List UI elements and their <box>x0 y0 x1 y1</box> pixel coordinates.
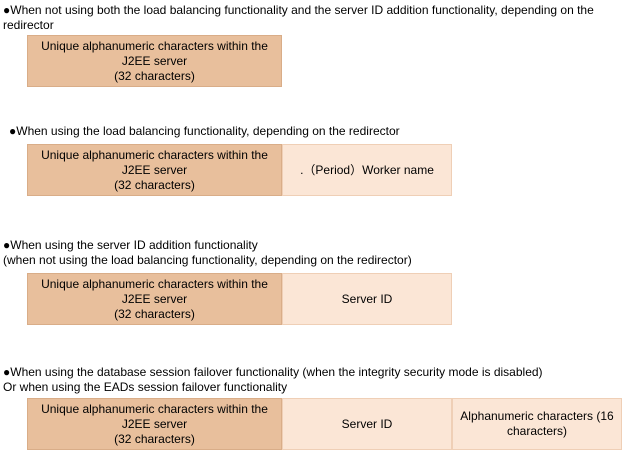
section-4-heading: ●When using the database session failove… <box>3 365 543 395</box>
unique-characters-box: Unique alphanumeric characters within th… <box>27 273 282 325</box>
heading-line: ●When using the database session failove… <box>3 365 543 379</box>
heading-line: ●When using the load balancing functiona… <box>9 124 400 138</box>
box-line: Unique alphanumeric characters within th… <box>41 401 268 416</box>
box-line: Server ID <box>341 291 393 306</box>
section-1-heading: ●When not using both the load balancing … <box>3 3 594 33</box>
server-id-box: Server ID <box>282 398 452 450</box>
heading-line: (when not using the load balancing funct… <box>3 253 412 267</box>
box-line: Server ID <box>341 416 393 431</box>
box-line: (32 characters) <box>114 177 195 192</box>
section-2-heading: ●When using the load balancing functiona… <box>9 124 400 139</box>
box-line: (32 characters) <box>114 306 195 321</box>
worker-name-box: .（Period）Worker name <box>282 144 452 196</box>
heading-line: Or when using the EADs session failover … <box>3 380 288 394</box>
alphanumeric-16-box: Alphanumeric characters (16 characters) <box>452 398 622 450</box>
box-line: characters) <box>506 424 568 438</box>
box-line: (32 characters) <box>114 68 195 83</box>
box-line: J2EE server <box>121 162 188 177</box>
box-line: J2EE server <box>121 53 188 68</box>
box-line: (32 characters) <box>114 431 195 446</box>
heading-line: redirector <box>3 18 54 32</box>
box-line: J2EE server <box>121 416 188 431</box>
heading-line: ●When not using both the load balancing … <box>3 3 594 17</box>
heading-line: ●When using the server ID addition funct… <box>3 238 258 252</box>
box-line: Unique alphanumeric characters within th… <box>41 276 268 291</box>
box-line: Unique alphanumeric characters within th… <box>41 147 268 162</box>
unique-characters-box: Unique alphanumeric characters within th… <box>27 398 282 450</box>
box-line: J2EE server <box>121 291 188 306</box>
unique-characters-box: Unique alphanumeric characters within th… <box>27 35 282 87</box>
unique-characters-box: Unique alphanumeric characters within th… <box>27 144 282 196</box>
box-line: Unique alphanumeric characters within th… <box>41 38 268 53</box>
section-3-heading: ●When using the server ID addition funct… <box>3 238 412 268</box>
box-line: Alphanumeric characters (16 <box>460 409 614 423</box>
server-id-box: Server ID <box>282 273 452 325</box>
box-line: .（Period）Worker name <box>300 162 434 177</box>
